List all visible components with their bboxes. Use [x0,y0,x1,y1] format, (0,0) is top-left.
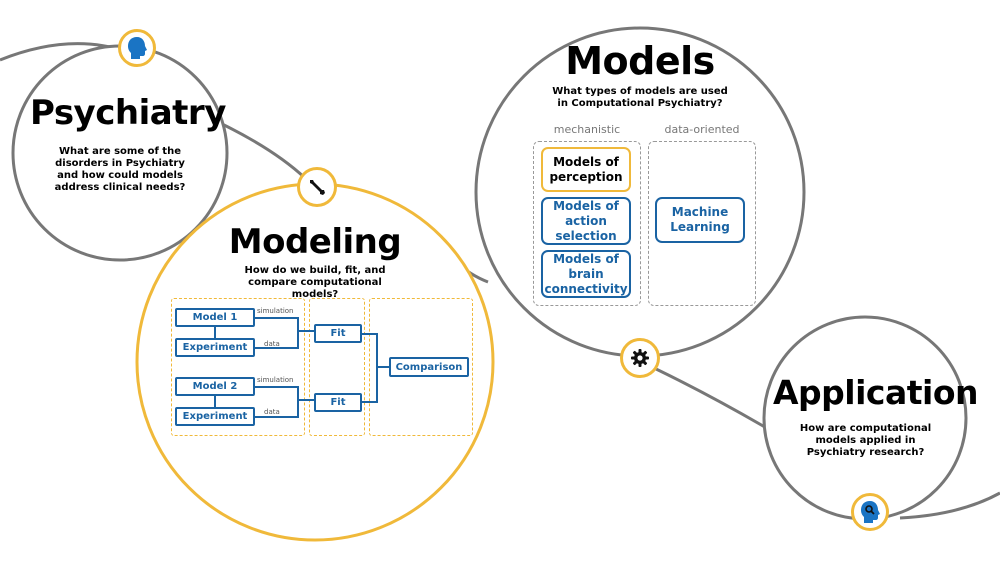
data-label-2: data [264,408,280,416]
models-experiments-group [171,298,305,436]
data-oriented-group [648,141,756,306]
data-oriented-header: data-oriented [664,123,740,136]
experiment-1-box: Experiment [175,338,255,357]
head-magnifier-icon [851,493,889,531]
model-1-box: Model 1 [175,308,255,327]
models-question: What types of models are used in Computa… [552,86,728,109]
connector-models-application [653,366,771,432]
psychiatry-title: Psychiatry [30,93,226,133]
fit-group [309,298,365,436]
mechanistic-group [533,141,641,306]
models-title: Models [565,39,715,83]
experiment-2-box: Experiment [175,407,255,426]
fit-1-box: Fit [314,324,362,343]
comparison-group [369,298,473,436]
fit-2-box: Fit [314,393,362,412]
connector-psychiatry-modeling [221,122,307,180]
models-of-perception: Models of perception [541,147,631,192]
comparison-box: Comparison [389,357,469,377]
modeling-question: How do we build, fit, and compare comput… [244,265,386,300]
simulation-label-1: simulation [257,307,294,315]
model-2-box: Model 2 [175,377,255,396]
simulation-label-2: simulation [257,376,294,384]
connector-exit [899,491,1000,520]
gear-icon [620,338,660,378]
mechanistic-header: mechanistic [553,123,621,136]
modeling-title: Modeling [228,222,402,262]
application-question: How are computational models applied in … [799,423,932,458]
application-title: Application [773,373,979,412]
psychiatry-question: What are some of the disorders in Psychi… [54,146,186,193]
models-of-action-selection: Models of action selection [541,197,631,245]
wrench-icon [297,167,337,207]
models-of-brain-connectivity: Models of brain connectivity [541,250,631,298]
machine-learning: Machine Learning [655,197,745,243]
psychiatry-head-icon [118,29,156,67]
data-label-1: data [264,340,280,348]
